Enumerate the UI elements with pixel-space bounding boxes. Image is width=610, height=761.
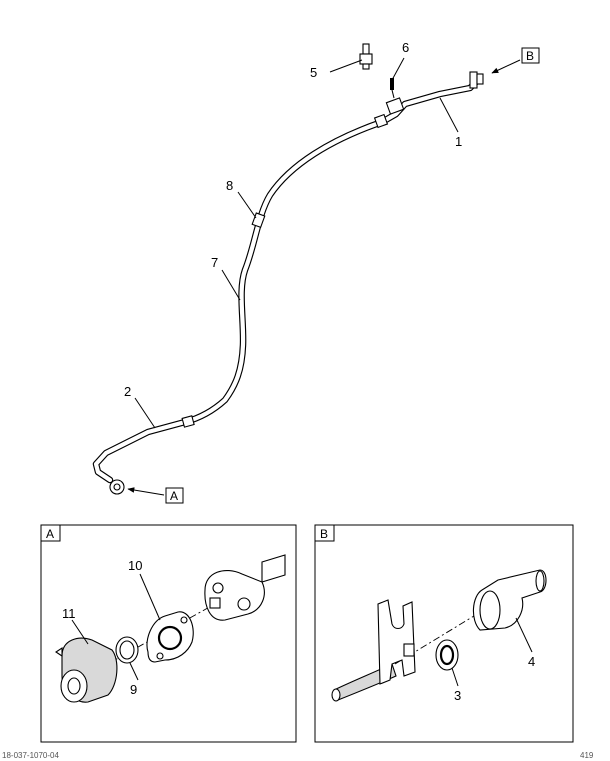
callout-10: 10 — [128, 558, 142, 573]
callout-11: 11 — [62, 606, 76, 621]
callout-6: 6 — [402, 40, 409, 55]
left-end-fitting — [109, 479, 125, 495]
callout-4: 4 — [528, 654, 535, 669]
detail-view-b: B 3 4 — [314, 524, 574, 743]
seal-part-3 — [435, 639, 459, 671]
view-ref-b: B — [491, 47, 540, 74]
cap-part-11 — [55, 637, 118, 703]
callout-1: 1 — [455, 134, 462, 149]
flange-fitting — [204, 554, 286, 621]
sensor-part-5 — [359, 43, 373, 70]
boot-part-4 — [472, 569, 547, 631]
callout-7: 7 — [211, 255, 218, 270]
callout-9: 9 — [130, 682, 137, 697]
right-end-bracket — [469, 71, 484, 89]
footer-left-code: 18-037-1070-04 — [2, 751, 59, 760]
upper-fitting — [373, 97, 405, 129]
mounting-bracket — [331, 599, 416, 702]
detail-view-b-label: B — [320, 527, 328, 541]
tube-assembly — [92, 43, 484, 495]
callout-3: 3 — [454, 688, 461, 703]
callout-5: 5 — [310, 65, 317, 80]
footer-right-code: 419 — [580, 751, 594, 760]
leader-lines — [134, 57, 459, 429]
washer-part-9 — [115, 636, 139, 664]
detail-view-a-label: A — [46, 527, 54, 541]
detail-view-a: A — [40, 524, 297, 743]
view-ref-a-label: A — [170, 489, 178, 503]
callout-2: 2 — [124, 384, 131, 399]
callout-8: 8 — [226, 178, 233, 193]
view-ref-b-label: B — [526, 49, 534, 63]
pin-part-6 — [390, 78, 395, 99]
gasket-part-10 — [146, 611, 194, 663]
view-ref-a: A — [127, 487, 184, 504]
tube-joint — [181, 415, 195, 428]
